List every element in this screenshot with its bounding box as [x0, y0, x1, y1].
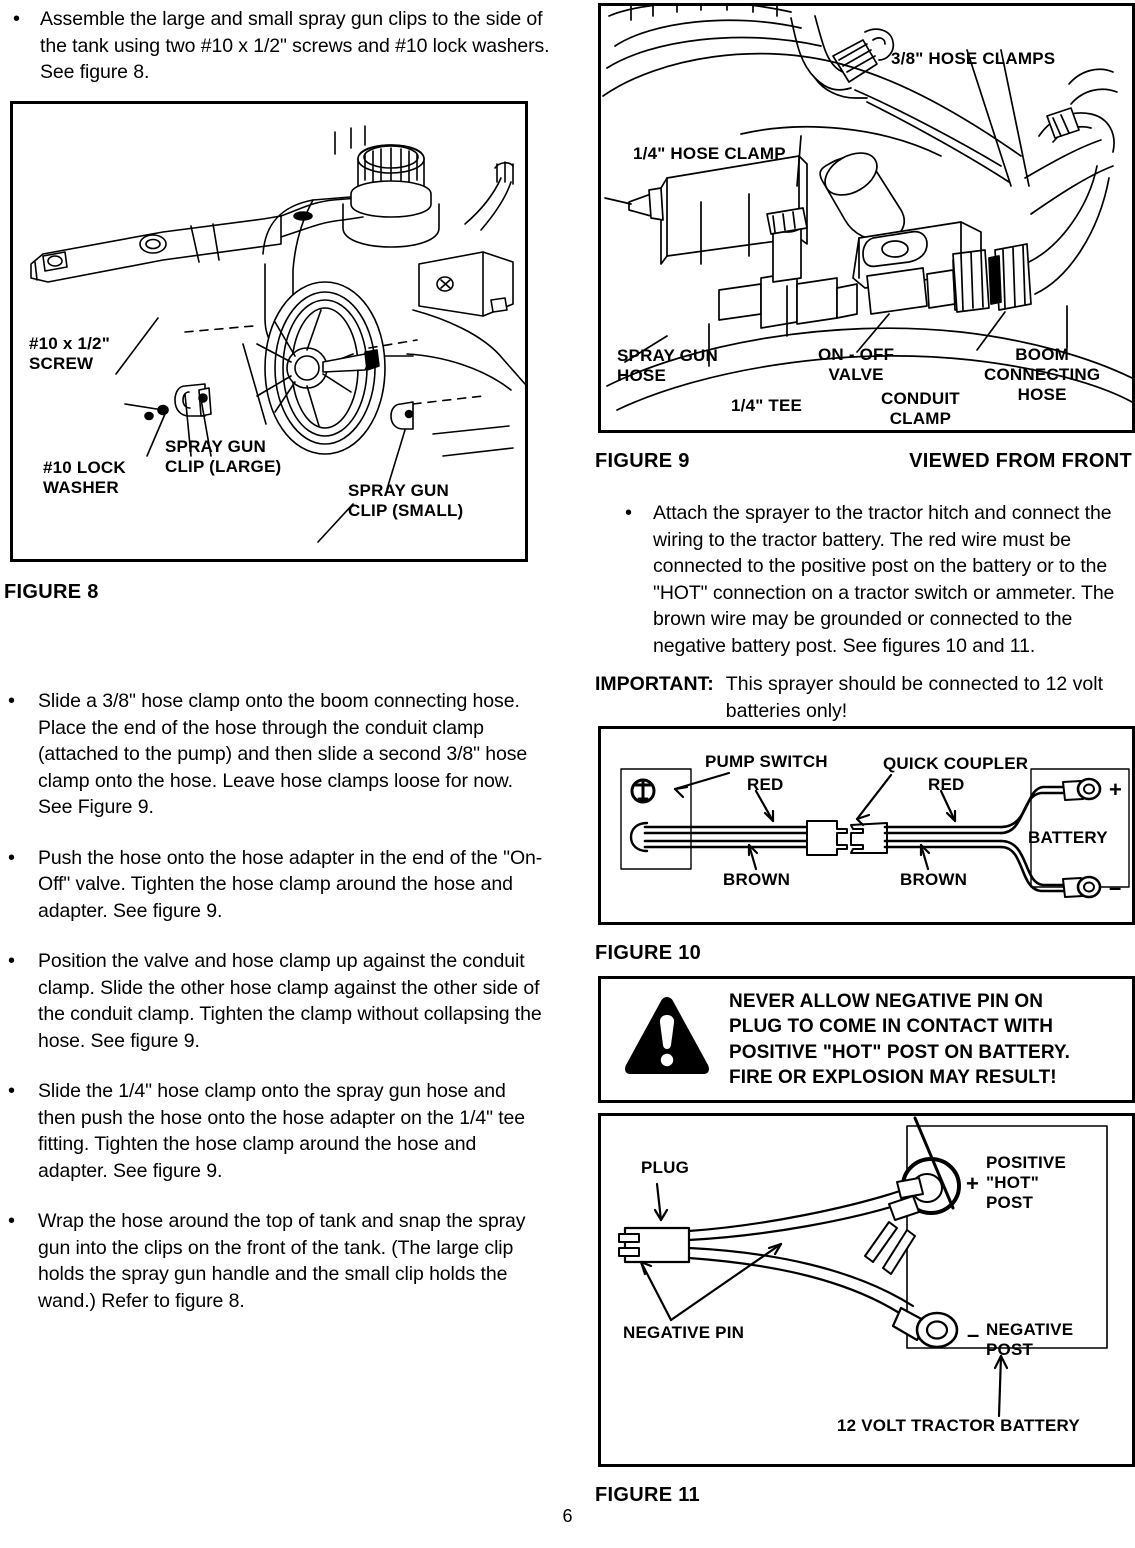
list-item-text: Slide the 1/4" hose clamp onto the spray…	[38, 1080, 526, 1182]
figure-9-view-note: VIEWED FROM FRONT	[909, 450, 1132, 472]
figure-10-wiring-diagram: PUMP SWITCH QUICK COUPLER RED RED BROWN …	[598, 726, 1135, 925]
figure-11-drawing	[618, 1116, 1108, 1418]
warning-text: NEVER ALLOW NEGATIVE PIN ON PLUG TO COME…	[729, 990, 1070, 1089]
list-item: • Slide the 1/4" hose clamp onto the spr…	[0, 1078, 545, 1184]
right-column: 3/8" HOSE CLAMPS 1/4" HOSE CLAMP SPRAY G…	[595, 0, 1135, 1548]
bullet-dot-icon: •	[8, 1210, 16, 1232]
bullet-dot-icon: •	[625, 502, 633, 524]
right-bullet-text: Attach the sprayer to the tractor hitch …	[653, 502, 1115, 657]
figure-9-label-boom-connecting-hose: BOOM CONNECTING HOSE	[984, 345, 1101, 404]
figure-10-label-battery: BATTERY	[1028, 828, 1108, 847]
important-keyword: IMPORTANT:	[595, 673, 714, 695]
list-item-text: Slide a 3/8" hose clamp onto the boom co…	[38, 690, 528, 818]
figure-8-illustration: #10 x 1/2" SCREW #10 LOCK WASHER SPRAY G…	[10, 101, 528, 562]
figure-11-label-negative-pin: NEGATIVE PIN	[623, 1323, 745, 1342]
figure-10-drawing	[620, 768, 1130, 899]
page-number: 6	[562, 1506, 573, 1526]
figure-11-label-positive-hot-post: POSITIVE "HOT" POST	[986, 1153, 1067, 1212]
list-item-text: Push the hose onto the hose adapter in t…	[38, 846, 543, 922]
figure-10-label-brown-left: BROWN	[723, 870, 791, 889]
figure-8-drawing	[30, 125, 525, 543]
figure-11-illustration: PLUG NEGATIVE PIN POSITIVE "HOT" POST NE…	[598, 1113, 1135, 1467]
figure-10-label-pump-switch: PUMP SWITCH	[705, 752, 828, 771]
bullet-dot-icon: •	[13, 8, 21, 30]
figure-11-label-plug: PLUG	[641, 1158, 690, 1177]
figure-11-label-negative-post: NEGATIVE POST	[986, 1320, 1074, 1359]
list-item-text: Wrap the hose around the top of tank and…	[38, 1210, 526, 1312]
figure-9-label-conduit-clamp: CONDUIT CLAMP	[881, 389, 960, 428]
list-item: • Push the hose onto the hose adapter in…	[0, 845, 545, 925]
figure-9-label-tee-14: 1/4" TEE	[731, 396, 803, 415]
bullet-dot-icon: •	[8, 690, 16, 712]
figure-11-label-minus: –	[967, 1322, 980, 1347]
figure-10-label-brown-right: BROWN	[900, 870, 968, 889]
figure-9-label-hose-clamps-38: 3/8" HOSE CLAMPS	[891, 49, 1056, 68]
figure-9-label-hose-clamp-14: 1/4" HOSE CLAMP	[633, 144, 786, 163]
intro-bullet-text: Assemble the large and small spray gun c…	[40, 8, 550, 83]
figure-8-caption: FIGURE 8	[4, 581, 99, 603]
figure-8-label-screw: #10 x 1/2" SCREW	[29, 334, 110, 373]
figure-10-label-quick-coupler: QUICK COUPLER	[883, 754, 1029, 773]
right-bullet: • Attach the sprayer to the tractor hitc…	[595, 500, 1135, 659]
figure-10-label-red-left: RED	[747, 775, 784, 794]
figure-9-illustration: 3/8" HOSE CLAMPS 1/4" HOSE CLAMP SPRAY G…	[598, 3, 1135, 433]
list-item: • Position the valve and hose clamp up a…	[0, 948, 545, 1054]
list-item-text: Position the valve and hose clamp up aga…	[38, 950, 542, 1052]
figure-11-label-battery-note: 12 VOLT TRACTOR BATTERY	[837, 1416, 1080, 1435]
figure-8-label-clip-large: SPRAY GUN CLIP (LARGE)	[165, 437, 282, 476]
bullet-dot-icon: •	[8, 950, 16, 972]
list-item: • Wrap the hose around the top of tank a…	[0, 1208, 545, 1314]
figure-10-caption: FIGURE 10	[595, 942, 702, 964]
figure-9-label-spray-gun-hose: SPRAY GUN HOSE	[617, 346, 719, 385]
figure-10-label-minus: –	[1109, 875, 1122, 900]
figure-9-caption: FIGURE 9	[595, 450, 690, 472]
bullet-dot-icon: •	[8, 846, 16, 869]
figure-8-label-clip-small: SPRAY GUN CLIP (SMALL)	[348, 481, 464, 520]
figure-9-caption-row: FIGURE 9 VIEWED FROM FRONT	[595, 450, 1132, 473]
figure-10-label-plus: +	[1109, 777, 1123, 802]
figure-10-label-red-right: RED	[928, 775, 965, 794]
figure-11-label-plus: +	[966, 1171, 980, 1196]
warning-triangle-icon	[623, 995, 711, 1084]
figure-9-drawing	[602, 6, 1132, 411]
left-bullet-list: • Slide a 3/8" hose clamp onto the boom …	[0, 688, 545, 1334]
figure-8-label-lock-washer: #10 LOCK WASHER	[43, 458, 126, 497]
figure-9-label-on-off-valve: ON - OFF VALVE	[818, 345, 895, 384]
important-note: IMPORTANT: This sprayer should be connec…	[595, 671, 1130, 724]
important-text: This sprayer should be connected to 12 v…	[725, 673, 1104, 722]
intro-bullet: • Assemble the large and small spray gun…	[0, 6, 560, 86]
figure-11-caption: FIGURE 11	[595, 1484, 700, 1506]
left-column: • Assemble the large and small spray gun…	[0, 0, 560, 1548]
bullet-dot-icon: •	[8, 1080, 16, 1102]
warning-box: NEVER ALLOW NEGATIVE PIN ON PLUG TO COME…	[598, 976, 1135, 1103]
list-item: • Slide a 3/8" hose clamp onto the boom …	[0, 688, 545, 821]
warning-triangle-svg	[625, 997, 709, 1074]
